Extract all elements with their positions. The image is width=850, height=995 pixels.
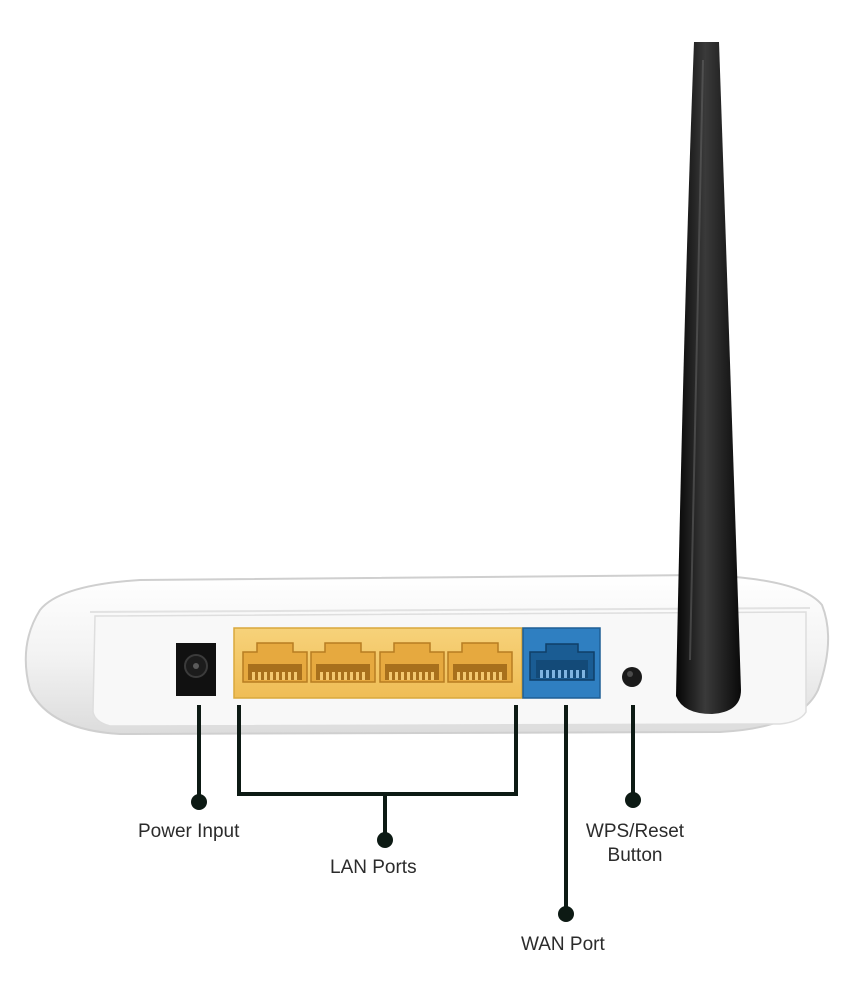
- wan-port-block: [522, 627, 601, 699]
- lan-port-pin: [320, 672, 323, 680]
- lan-port-pin: [425, 672, 428, 680]
- callout-dots: [191, 792, 641, 922]
- wan-port-pin: [582, 670, 585, 678]
- wps-reset-dot: [625, 792, 641, 808]
- lan-port-pin: [288, 672, 291, 680]
- lan-port-3: [379, 642, 445, 683]
- lan-port-pin: [389, 672, 392, 680]
- lan-port-pin: [463, 672, 466, 680]
- lan-port-pin: [481, 672, 484, 680]
- wan-port-pin: [540, 670, 543, 678]
- lan-port-pin: [294, 672, 297, 680]
- wps-reset-label-line2: Button: [607, 844, 663, 866]
- lan-port-pin: [270, 672, 273, 680]
- lan-port-pin: [356, 672, 359, 680]
- lan-port-pin: [362, 672, 365, 680]
- lan-port-2: [310, 642, 376, 683]
- lan-port-group: [242, 642, 513, 683]
- lan-port-pin: [258, 672, 261, 680]
- lan-port-pin: [401, 672, 404, 680]
- wan-port-pin: [564, 670, 567, 678]
- lan-port-pin: [499, 672, 502, 680]
- lan-port-pin: [344, 672, 347, 680]
- callout-lines: [197, 705, 635, 914]
- wps-reset-label-line1: WPS/Reset: [585, 821, 685, 842]
- lan-port-pin: [326, 672, 329, 680]
- lan-port-pin: [276, 672, 279, 680]
- antenna: [676, 42, 741, 714]
- lan-port-pin: [469, 672, 472, 680]
- wan-port-pin: [576, 670, 579, 678]
- lan-port-pin: [395, 672, 398, 680]
- lan-port-pin: [431, 672, 434, 680]
- lan-port-pin: [407, 672, 410, 680]
- lan-port-pin: [338, 672, 341, 680]
- lan-port-pin: [264, 672, 267, 680]
- lan-ports-bracket: [237, 705, 518, 796]
- wps-reset-button: [622, 667, 642, 687]
- lan-port-pin: [457, 672, 460, 680]
- lan-port-pin: [350, 672, 353, 680]
- lan-port-pin: [332, 672, 335, 680]
- wan-port-pin: [546, 670, 549, 678]
- lan-ports-label: LAN Ports: [330, 857, 417, 878]
- wps-reset-label: WPS/Reset Button: [580, 820, 690, 868]
- lan-port-pin: [475, 672, 478, 680]
- lan-port-pin: [413, 672, 416, 680]
- wan-port-pin: [558, 670, 561, 678]
- lan-port-4: [447, 642, 513, 683]
- wan-port-pin: [570, 670, 573, 678]
- power-input-label: Power Input: [138, 821, 240, 842]
- wan-port-pin: [552, 670, 555, 678]
- power-input-dot: [191, 794, 207, 810]
- power-input-jack: [176, 643, 216, 696]
- lan-port-pin: [493, 672, 496, 680]
- lan-port-pin: [282, 672, 285, 680]
- lan-port-pin: [252, 672, 255, 680]
- lan-port-1: [242, 642, 308, 683]
- wan-port-label: WAN Port: [521, 934, 605, 955]
- wan-port-pins: [540, 670, 585, 678]
- wan-port-dot: [558, 906, 574, 922]
- lan-port-pin: [419, 672, 422, 680]
- lan-port-pin: [487, 672, 490, 680]
- lan-ports-dot: [377, 832, 393, 848]
